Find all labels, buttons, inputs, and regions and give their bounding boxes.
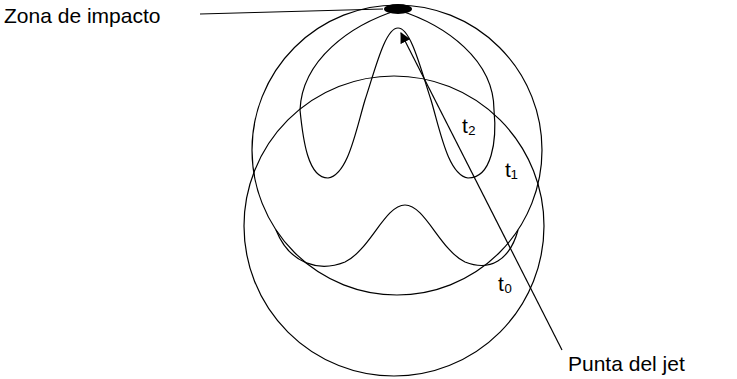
leader-arrow: [401, 33, 562, 350]
impact-zone: [384, 4, 412, 14]
time-label: t₁: [505, 158, 518, 182]
callout-label: Punta del jet: [568, 352, 685, 376]
callout-label: Zona de impacto: [4, 4, 160, 28]
bubble-circle: [252, 5, 542, 295]
time-label: t₀: [498, 272, 513, 296]
leader-line: [200, 9, 383, 14]
time-label: t₂: [462, 114, 476, 138]
bubble-t2: [300, 10, 495, 178]
bubble-t1: [276, 205, 518, 266]
